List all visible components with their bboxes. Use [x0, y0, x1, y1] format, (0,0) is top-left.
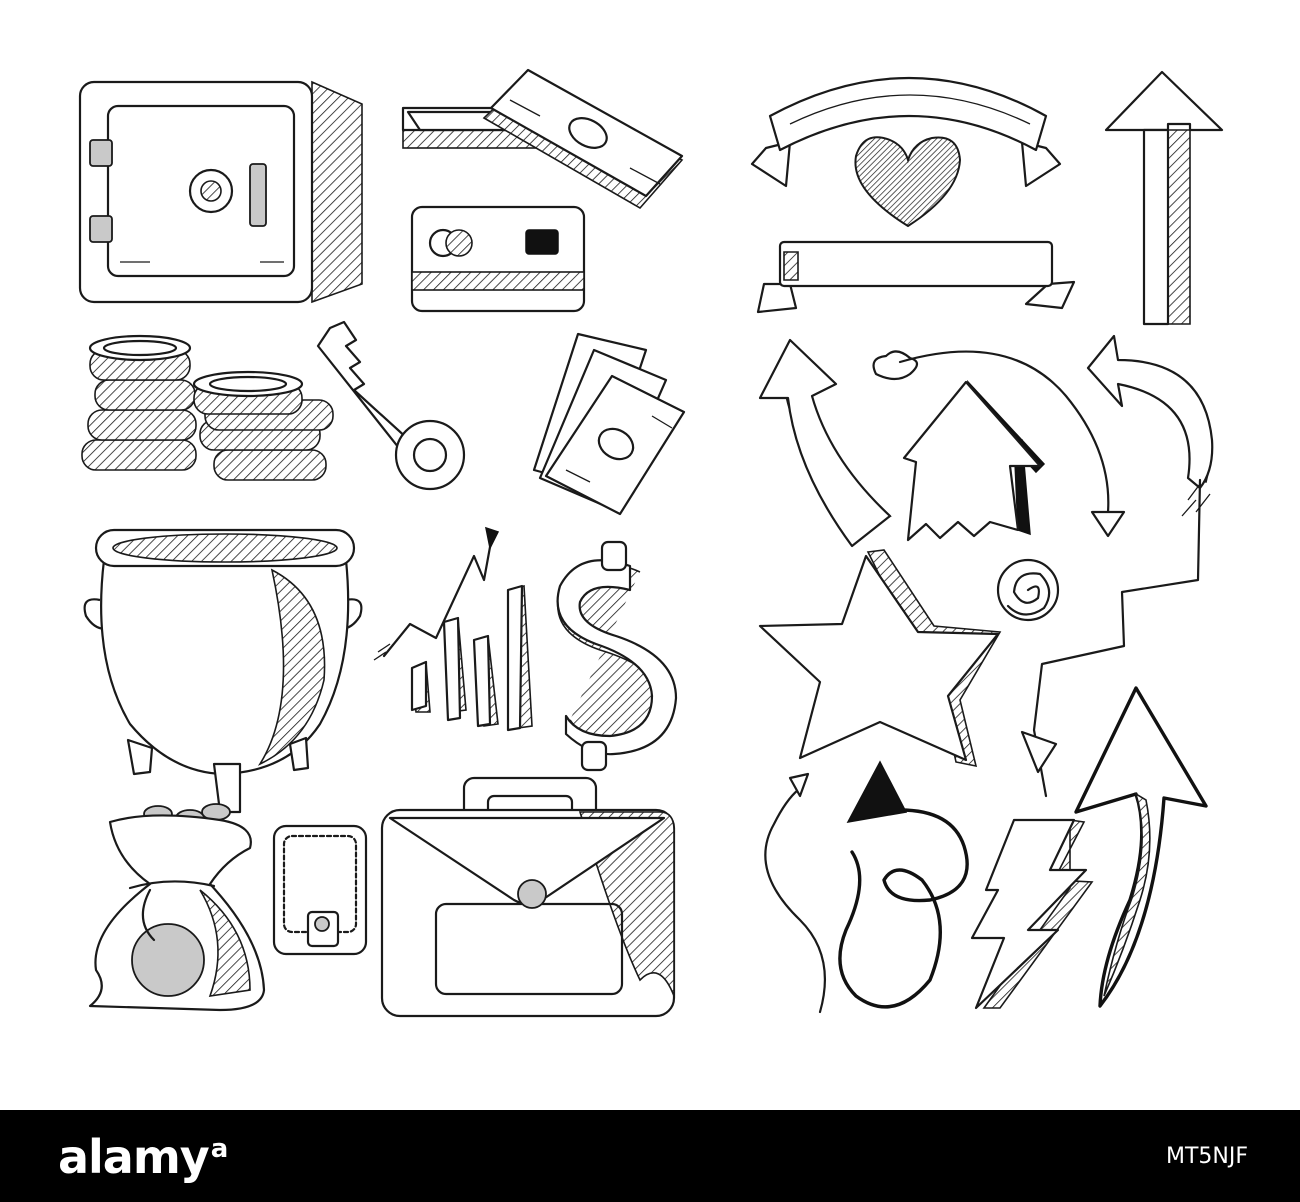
coin-stack-icon: [81, 334, 334, 481]
arrow-icon: [1086, 334, 1214, 517]
cloud-doodle: [872, 350, 919, 381]
spiral-icon: [996, 558, 1060, 622]
footer-bar: alamya MT5NJF: [0, 1110, 1300, 1202]
dollar-sign-icon: [556, 540, 678, 772]
brand-logo: alamya: [58, 1130, 229, 1184]
banknote-stack-icon: [401, 68, 684, 210]
stock-id: MT5NJF: [1165, 1144, 1248, 1169]
heart-icon: [854, 136, 962, 228]
arrow-icon: [902, 379, 1046, 542]
briefcase-icon: [380, 776, 676, 1018]
key-icon: [316, 320, 466, 491]
illustration-canvas: [78, 68, 1224, 1018]
star-icon: [758, 549, 1002, 768]
growth-chart-icon: [373, 526, 533, 732]
arrow-icon: [764, 760, 969, 1014]
brand-mark: a: [210, 1133, 229, 1164]
safe-icon: [78, 80, 363, 304]
wallet-icon: [272, 824, 368, 956]
arrow-icon: [1020, 478, 1202, 798]
cauldron-icon: [83, 528, 363, 814]
banknotes-fan-icon: [532, 332, 686, 516]
arrow-icon: [1074, 686, 1208, 1008]
ribbon-banner-icon: [756, 240, 1076, 314]
money-bag-icon: [88, 803, 266, 1012]
credit-card-icon: [410, 205, 586, 313]
brand-name: alamy: [58, 1130, 210, 1184]
arrow-icon: [1104, 70, 1224, 326]
ribbon-banner-icon: [750, 76, 1062, 188]
lightning-bolt-icon: [970, 818, 1094, 1010]
arrow-icon: [898, 350, 1126, 538]
arrow-icon: [758, 338, 892, 548]
